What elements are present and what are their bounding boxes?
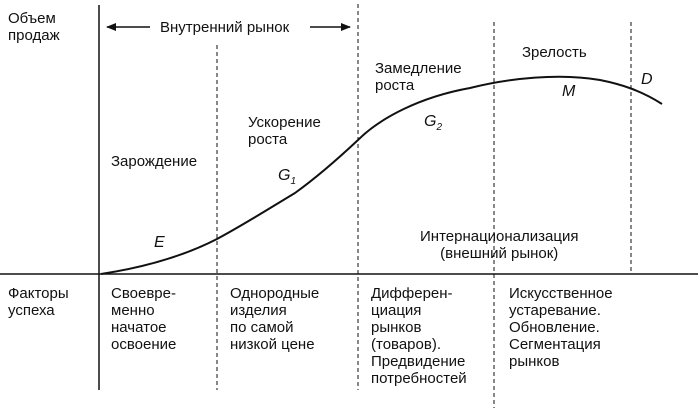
domestic-market-label: Внутренний рынок (160, 19, 290, 36)
factor-emergence: Своевре- менно начатое освоение (111, 285, 177, 353)
factor-growth-slowdown: Дифферен- циация рынков (товаров). Предв… (371, 285, 467, 387)
point-label-d: D (641, 71, 653, 88)
stage-name-growth-slowdown: Замедление роста (375, 60, 462, 94)
point-label-e: E (154, 234, 165, 251)
factor-maturity: Искусственное устаревание. Обновление. С… (509, 285, 613, 370)
international-market-label: Интернационализация (внешний рынок) (420, 228, 579, 262)
point-label-g2: G2 (424, 113, 443, 133)
point-label-m: M (562, 83, 576, 100)
life-cycle-curve (100, 75, 663, 275)
point-label-g1: G1 (278, 167, 297, 187)
stage-name-growth-acceleration: Ускорение роста (248, 114, 321, 148)
factor-growth-acceleration: Однородные изделия по самой низкой цене (230, 285, 320, 353)
stage-name-emergence: Зарождение (111, 153, 198, 170)
success-factors-label: Факторы успеха (8, 285, 69, 319)
y-axis-label: Объем продаж (8, 10, 60, 44)
stage-name-maturity: Зрелость (522, 44, 587, 61)
